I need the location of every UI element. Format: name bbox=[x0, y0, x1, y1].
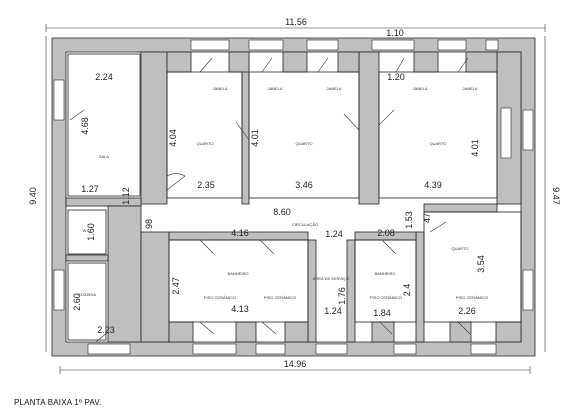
label-kitchen: COZINHA bbox=[78, 292, 96, 297]
dim-left-total: 9.40 bbox=[28, 187, 38, 205]
dim-r5-h: 1.60 bbox=[86, 223, 96, 241]
dim-r3-h: 4.01 bbox=[250, 129, 260, 147]
window-tag-5: JANELA bbox=[462, 86, 477, 91]
label-bedroom-1: QUARTO bbox=[197, 141, 214, 146]
windows bbox=[53, 39, 534, 355]
label-hall: CIRCULAÇÃO bbox=[292, 222, 318, 227]
dim-small-w: 1.24 bbox=[325, 229, 343, 239]
dim-r4-h: 4.01 bbox=[470, 139, 480, 157]
dim-r2-h: 4.04 bbox=[168, 129, 178, 147]
label-bedroom-4: QUARTO bbox=[452, 246, 469, 251]
label-wc: W.C. bbox=[83, 228, 92, 233]
window-tag-1: JANELA bbox=[212, 86, 227, 91]
dim-hall-w2: 4.16 bbox=[231, 228, 249, 238]
dim-r3-w: 3.46 bbox=[295, 180, 313, 190]
dim-r9-w: 1.84 bbox=[373, 308, 391, 318]
label-bedroom-2: QUARTO bbox=[296, 141, 313, 146]
dimension-lines bbox=[45, 24, 546, 374]
floor-note-1: PISO CERÂMICO bbox=[204, 295, 236, 300]
dim-overall-top-2: 1.10 bbox=[386, 28, 404, 38]
label-bath-2: BANHEIRO bbox=[375, 271, 396, 276]
doors bbox=[69, 57, 471, 343]
dim-small-v2: 47 bbox=[422, 213, 432, 223]
dim-r8-h: 1.76 bbox=[337, 287, 347, 305]
dimension-labels: 11.56 1.10 14.96 9.40 9.47 2.24 4.68 1.2… bbox=[28, 17, 561, 369]
dim-overall-bottom: 14.96 bbox=[284, 359, 307, 369]
dim-hall-w: 8.60 bbox=[273, 207, 291, 217]
room-outlines bbox=[67, 53, 522, 341]
dim-hall-v: 98 bbox=[144, 219, 154, 229]
dim-small-w2: 2.08 bbox=[377, 228, 395, 238]
dim-r4-top: 1.20 bbox=[387, 72, 405, 82]
dim-r4-w: 4.39 bbox=[424, 180, 442, 190]
label-bedroom-3: QUARTO bbox=[430, 141, 447, 146]
dim-r6-h: 2.60 bbox=[72, 293, 82, 311]
walls bbox=[51, 37, 536, 357]
dim-r7-h: 2.47 bbox=[171, 277, 181, 295]
label-bath-1: BANHEIRO bbox=[228, 271, 249, 276]
window-tag-2: JANELA bbox=[267, 86, 282, 91]
window-tag-3: JANELA bbox=[326, 86, 341, 91]
dim-r9-h: 2.4 bbox=[402, 284, 412, 297]
dim-r1-b: 1.27 bbox=[81, 184, 99, 194]
dim-r1-w: 2.24 bbox=[95, 72, 113, 82]
dim-r10-w: 2.26 bbox=[458, 306, 476, 316]
dim-r2-w: 2.35 bbox=[197, 180, 215, 190]
dim-r6-w: 2.23 bbox=[97, 325, 115, 335]
dim-overall-top: 11.56 bbox=[285, 17, 307, 27]
dim-r1-side: 1.12 bbox=[121, 187, 131, 205]
dim-right-total: 9.47 bbox=[551, 187, 561, 205]
label-service: ÁREA DE SERVIÇO bbox=[313, 276, 349, 281]
dim-r8-w: 1.24 bbox=[324, 306, 342, 316]
room-labels: SALA QUARTO QUARTO QUARTO CIRCULAÇÃO W.C… bbox=[78, 86, 488, 300]
floor-note-2: PISO CERÂMICO bbox=[264, 295, 296, 300]
dim-r7-w: 4.13 bbox=[231, 304, 249, 314]
dim-small-v: 1.53 bbox=[404, 211, 414, 229]
dim-r1-h: 4.68 bbox=[80, 117, 90, 135]
floor-note-4: PISO CERÂMICO bbox=[456, 295, 488, 300]
window-tag-4: JANELA bbox=[412, 86, 427, 91]
drawing-caption: PLANTA BAIXA 1º PAV. bbox=[14, 398, 102, 407]
floor-note-3: PISO CERÂMICO bbox=[370, 295, 402, 300]
dim-r10-h: 3.54 bbox=[476, 255, 486, 273]
label-room-1: SALA bbox=[99, 154, 110, 159]
